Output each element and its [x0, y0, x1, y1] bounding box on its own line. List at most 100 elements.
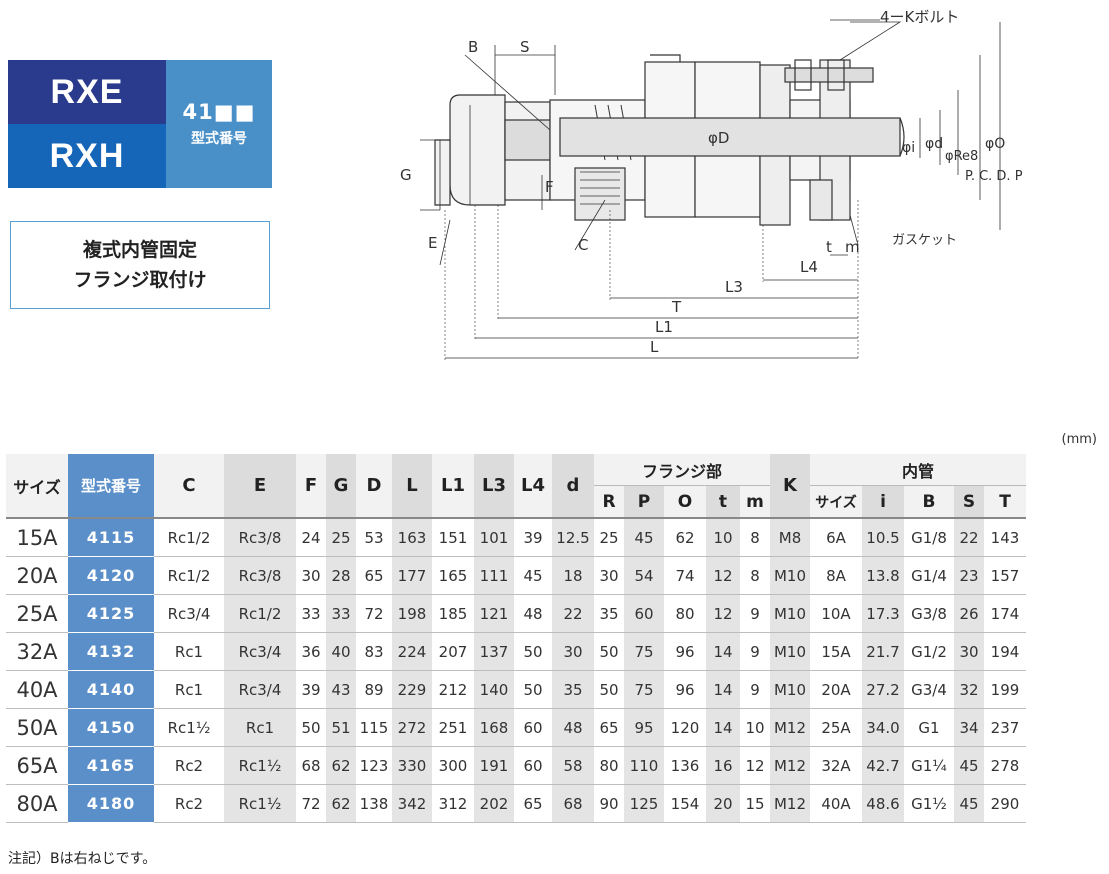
cell-i: 13.8 — [862, 556, 904, 595]
cell-size: 32A — [6, 632, 68, 671]
cell-P: 60 — [624, 594, 664, 633]
cell-D: 83 — [356, 632, 392, 671]
cell-L1: 212 — [432, 670, 474, 709]
cell-B: G3/4 — [904, 670, 954, 709]
cell-L3: 111 — [474, 556, 514, 595]
header-E: E — [224, 454, 296, 519]
cell-inner-size: 6A — [810, 518, 862, 557]
cell-L4: 50 — [514, 670, 552, 709]
header-flange-group: フランジ部 — [594, 454, 770, 486]
cell-size: 25A — [6, 594, 68, 633]
cell-L4: 45 — [514, 556, 552, 595]
cell-E: Rc1 — [224, 708, 296, 747]
cell-P: 45 — [624, 518, 664, 557]
cell-O: 80 — [664, 594, 706, 633]
cell-B: G1¼ — [904, 746, 954, 785]
type-line-2: フランジ取付け — [73, 269, 207, 291]
header-model: 型式番号 — [68, 454, 154, 519]
cell-d: 68 — [552, 784, 594, 823]
cell-L4: 60 — [514, 746, 552, 785]
cell-T: 199 — [984, 670, 1026, 709]
cell-K: M10 — [770, 556, 810, 595]
cell-m: 9 — [740, 632, 770, 671]
cell-S: 26 — [954, 594, 984, 633]
cell-C: Rc1 — [154, 670, 224, 709]
header-D: D — [356, 454, 392, 519]
cell-G: 62 — [326, 784, 356, 823]
cell-m: 8 — [740, 556, 770, 595]
header-G: G — [326, 454, 356, 519]
header-O: O — [664, 485, 706, 519]
header-L1: L1 — [432, 454, 474, 519]
cell-L1: 207 — [432, 632, 474, 671]
cell-d: 48 — [552, 708, 594, 747]
cell-S: 45 — [954, 746, 984, 785]
cell-T: 157 — [984, 556, 1026, 595]
cell-F: 36 — [296, 632, 326, 671]
cell-i: 48.6 — [862, 784, 904, 823]
cell-size: 80A — [6, 784, 68, 823]
label-m: m — [845, 238, 860, 256]
cell-L4: 65 — [514, 784, 552, 823]
cell-m: 15 — [740, 784, 770, 823]
cell-O: 96 — [664, 670, 706, 709]
cell-S: 45 — [954, 784, 984, 823]
cell-P: 125 — [624, 784, 664, 823]
model-code-label: 型式番号 — [191, 131, 247, 147]
label-L4: L4 — [800, 258, 818, 276]
cell-P: 95 — [624, 708, 664, 747]
cell-S: 34 — [954, 708, 984, 747]
cell-R: 50 — [594, 632, 624, 671]
cell-i: 34.0 — [862, 708, 904, 747]
cell-K: M10 — [770, 632, 810, 671]
cell-K: M8 — [770, 518, 810, 557]
cell-t: 10 — [706, 518, 740, 557]
model-code-badge: 41■■ 型式番号 — [166, 60, 272, 188]
cell-d: 18 — [552, 556, 594, 595]
cell-F: 33 — [296, 594, 326, 633]
header-m: m — [740, 485, 770, 519]
label-gasket: ガスケット — [892, 233, 957, 248]
label-L: L — [650, 338, 659, 356]
cell-R: 90 — [594, 784, 624, 823]
cell-L: 177 — [392, 556, 432, 595]
cell-L3: 137 — [474, 632, 514, 671]
cell-L: 272 — [392, 708, 432, 747]
cell-model: 4132 — [68, 632, 154, 671]
cell-B: G1/8 — [904, 518, 954, 557]
cell-K: M12 — [770, 746, 810, 785]
label-pcd: P. C. D. P — [965, 169, 1023, 184]
cell-S: 23 — [954, 556, 984, 595]
cell-inner-size: 10A — [810, 594, 862, 633]
label-phiD: φD — [708, 129, 729, 147]
header-P: P — [624, 485, 664, 519]
cell-L1: 300 — [432, 746, 474, 785]
cell-inner-size: 32A — [810, 746, 862, 785]
cell-L: 224 — [392, 632, 432, 671]
cell-size: 20A — [6, 556, 68, 595]
cell-inner-size: 20A — [810, 670, 862, 709]
cell-R: 30 — [594, 556, 624, 595]
header-L4: L4 — [514, 454, 552, 519]
cell-L3: 202 — [474, 784, 514, 823]
cell-S: 22 — [954, 518, 984, 557]
type-description-box: 複式内管固定 フランジ取付け — [10, 221, 270, 309]
cell-R: 25 — [594, 518, 624, 557]
cell-i: 21.7 — [862, 632, 904, 671]
cell-model: 4150 — [68, 708, 154, 747]
cell-model: 4125 — [68, 594, 154, 633]
technical-drawing: B S 4ーKボルト G F E C φD φi φd φRe8 P. C. D… — [400, 8, 1023, 360]
label-F: F — [545, 178, 554, 196]
cell-L: 198 — [392, 594, 432, 633]
cell-L4: 48 — [514, 594, 552, 633]
cell-D: 72 — [356, 594, 392, 633]
series-rxe-label: RXE — [8, 60, 166, 124]
label-bolt: 4ーKボルト — [880, 8, 959, 26]
header-F: F — [296, 454, 326, 519]
cell-E: Rc1½ — [224, 784, 296, 823]
header-B: B — [904, 485, 954, 519]
